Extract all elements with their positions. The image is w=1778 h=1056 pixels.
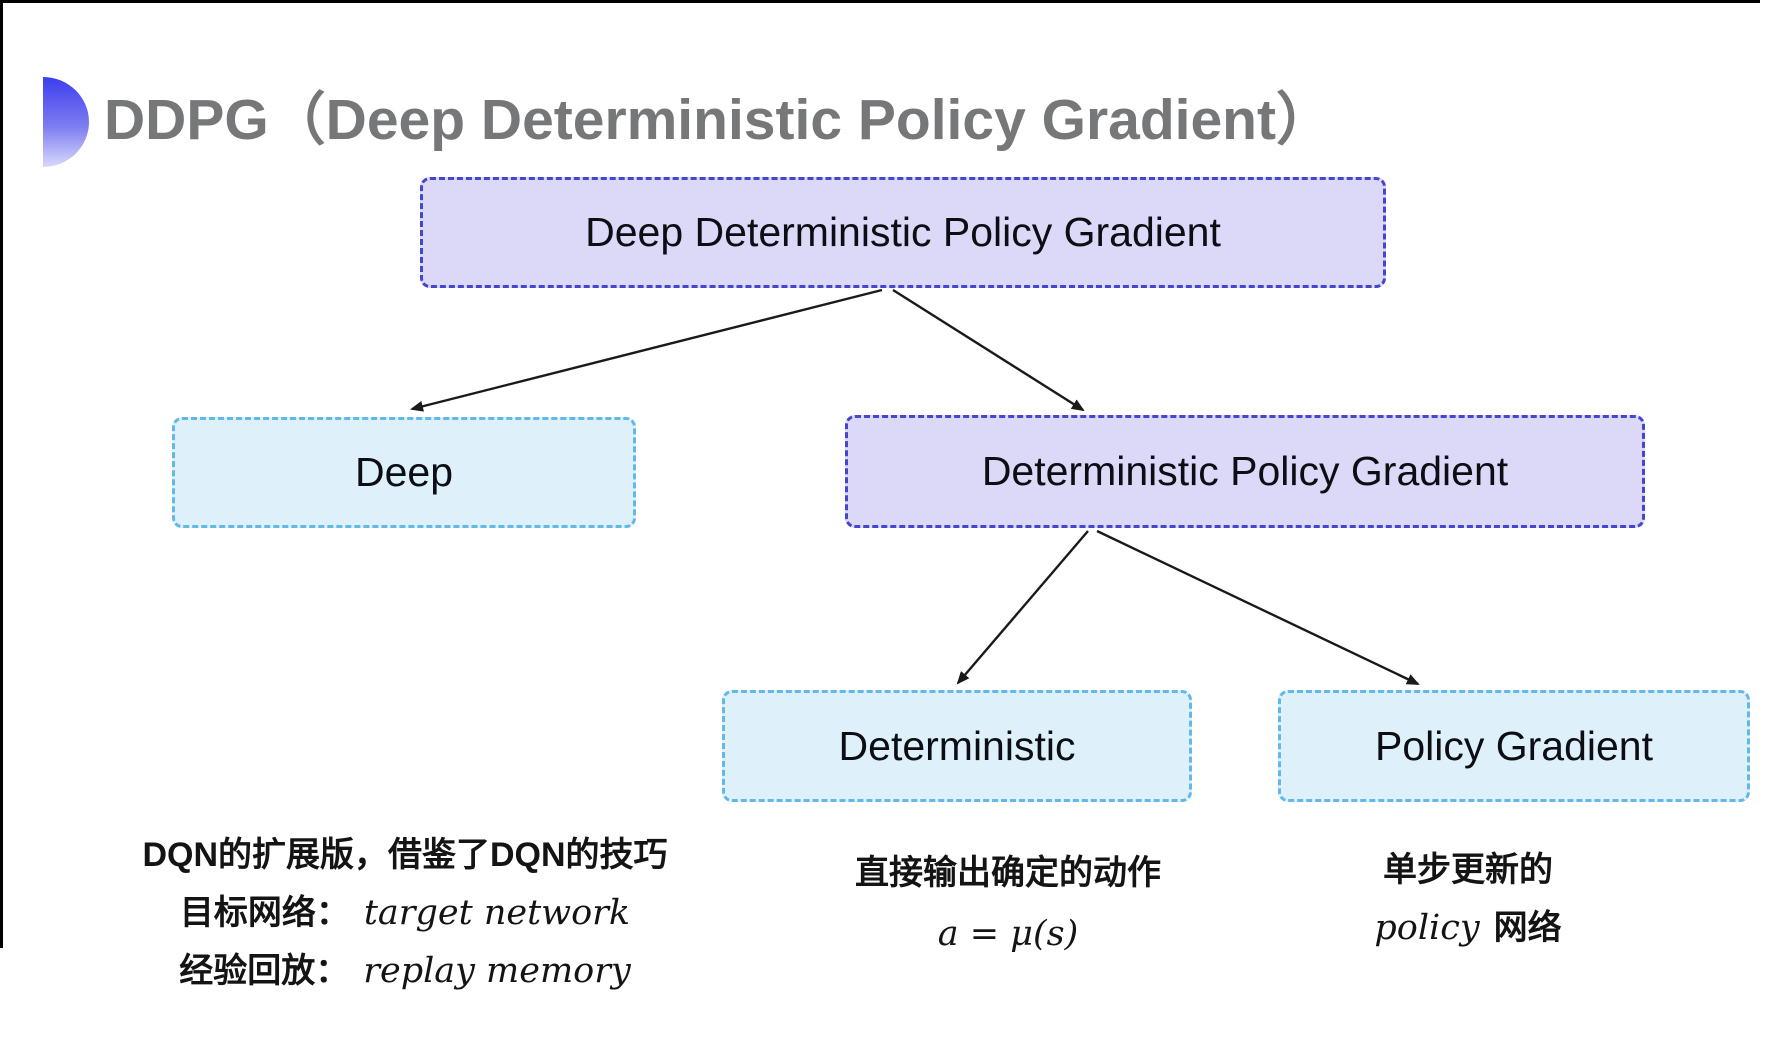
note-deep-line2: 目标网络： target network	[115, 893, 695, 933]
window-border-left	[0, 0, 3, 948]
node-deterministic: Deterministic	[722, 690, 1192, 802]
note-deep: DQN的扩展版，借鉴了DQN的技巧 目标网络： target network 经…	[115, 835, 695, 1009]
edge-root-to-dpg	[892, 288, 1085, 412]
title-bullet-icon	[43, 77, 89, 167]
node-label: Deep Deterministic Policy Gradient	[585, 209, 1221, 255]
edge-dpg-to-deterministic	[956, 530, 1089, 685]
note-term: replay memory	[363, 951, 631, 991]
note-label: 经验回放：	[179, 952, 350, 990]
note-formula: a = μ(s)	[937, 914, 1079, 954]
note-deep-line1: DQN的扩展版，借鉴了DQN的技巧	[142, 836, 668, 874]
edge-dpg-to-policy-gradient	[1096, 529, 1420, 686]
note-deterministic: 直接输出确定的动作 a = μ(s)	[778, 853, 1238, 957]
page-title: DDPG（Deep Deterministic Policy Gradient）	[104, 88, 1333, 152]
note-policy-line1: 单步更新的	[1383, 851, 1553, 889]
note-deterministic-line1: 直接输出确定的动作	[855, 854, 1161, 892]
node-deterministic-policy-gradient: Deterministic Policy Gradient	[845, 415, 1645, 528]
node-deep-deterministic-policy-gradient: Deep Deterministic Policy Gradient	[420, 177, 1386, 288]
window-border-top	[0, 0, 1760, 3]
node-deep: Deep	[172, 417, 636, 528]
note-deep-line3: 经验回放： replay memory	[115, 951, 695, 991]
note-label: 目标网络：	[179, 894, 350, 932]
node-label: Policy Gradient	[1374, 722, 1653, 769]
node-label: Deterministic Policy Gradient	[981, 448, 1509, 494]
node-label: Deep	[354, 449, 453, 495]
edge-root-to-deep	[410, 288, 883, 412]
note-suffix: 网络	[1493, 909, 1562, 947]
note-policy-gradient: 单步更新的 policy 网络	[1288, 850, 1648, 948]
note-policy-line2: policy 网络	[1288, 908, 1648, 948]
note-term: target network	[363, 893, 631, 933]
note-term: policy	[1374, 908, 1480, 948]
node-policy-gradient: Policy Gradient	[1278, 690, 1750, 802]
node-label: Deterministic	[838, 722, 1076, 769]
